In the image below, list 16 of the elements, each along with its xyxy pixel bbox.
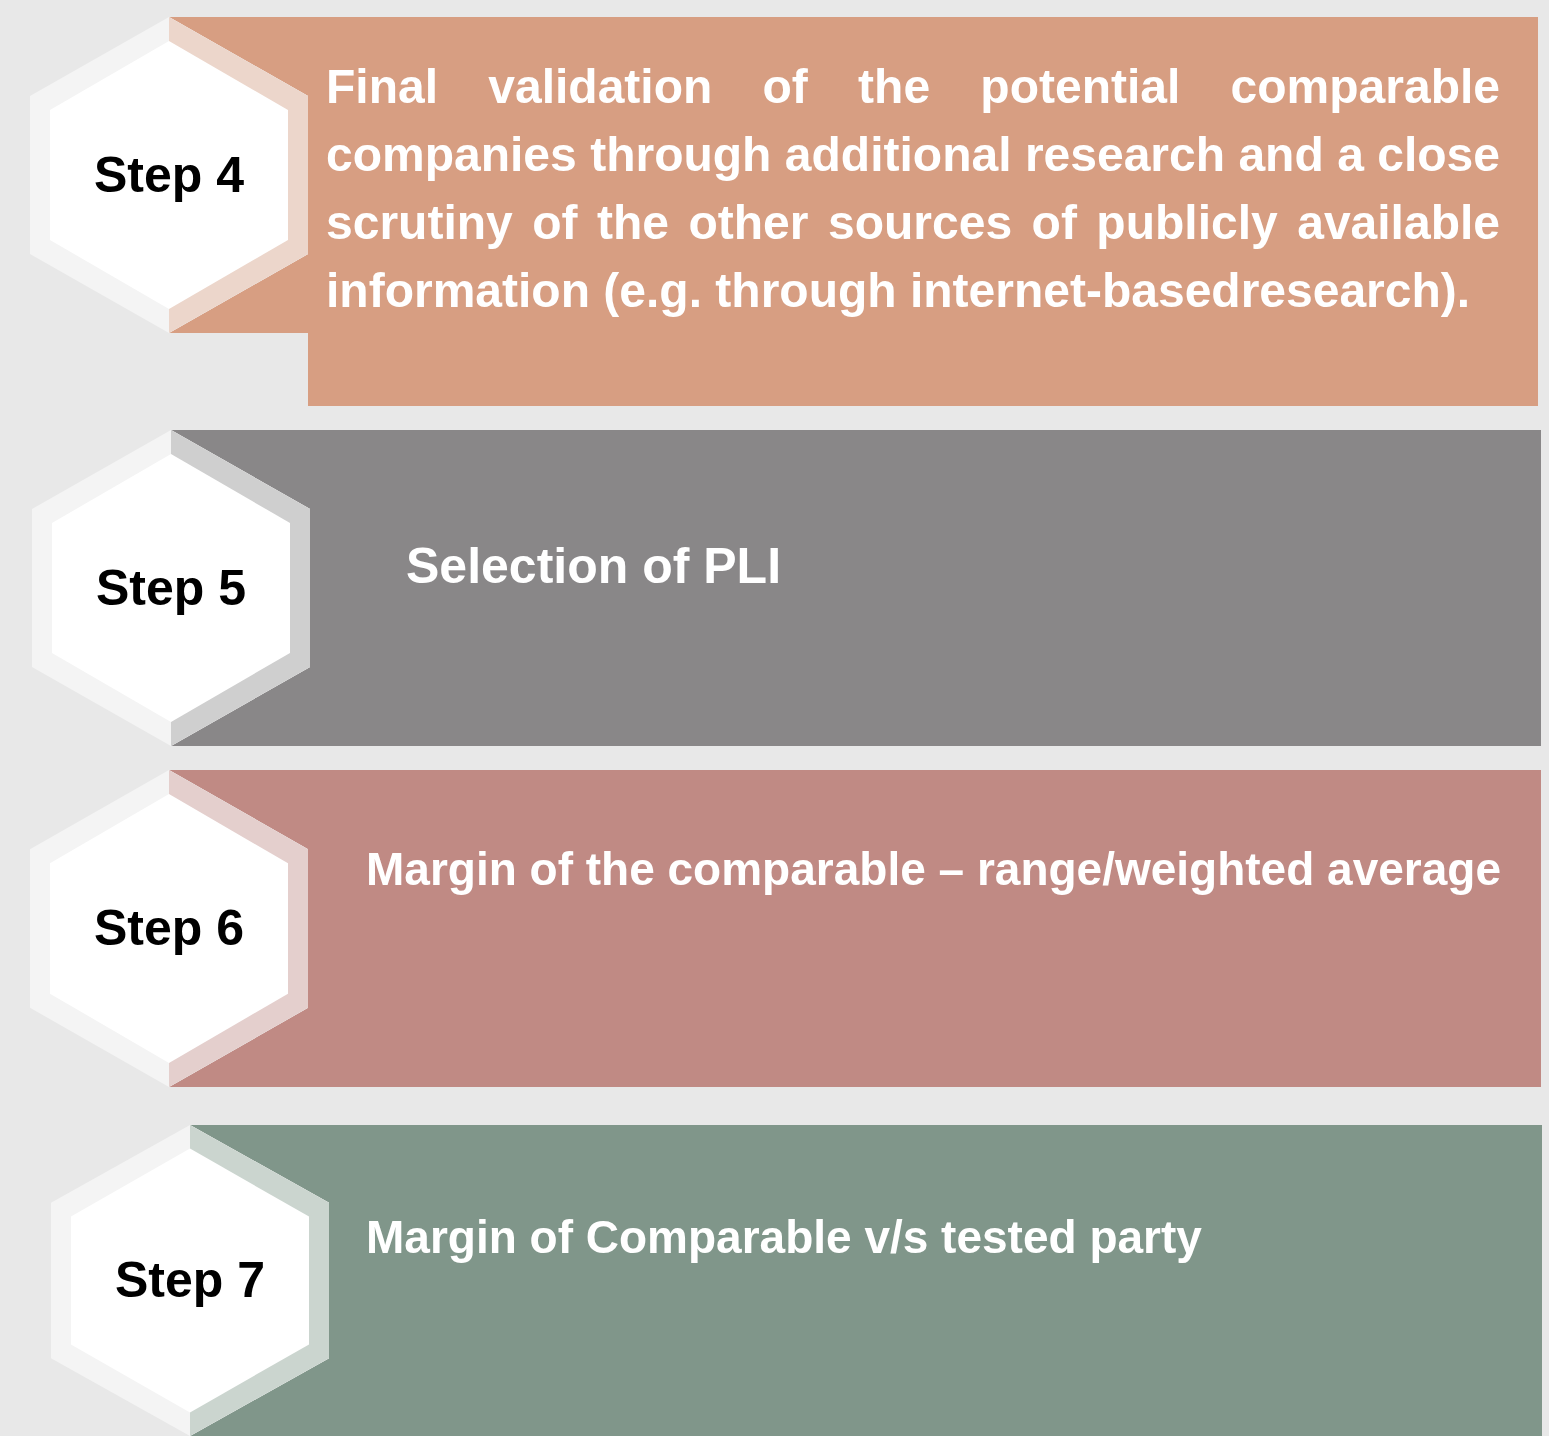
step-description: Margin of the comparable – range/weighted average xyxy=(365,842,1502,897)
step-band xyxy=(308,770,1541,1087)
step-label: Step 7 xyxy=(114,1251,266,1310)
step-band xyxy=(329,1125,1542,1436)
step-label: Step 4 xyxy=(93,145,245,205)
hexagon-badge xyxy=(51,1125,329,1436)
step-band xyxy=(310,430,1541,746)
hexagon-badge xyxy=(30,770,308,1087)
hexagon-badge xyxy=(30,17,308,333)
hexagon-badge xyxy=(32,430,310,746)
step-label: Step 5 xyxy=(95,558,247,618)
step-description: Selection of PLI xyxy=(405,537,783,596)
step-band xyxy=(308,17,1538,406)
step-description: Final validation of the potential comparable companies through additional research and a close scrutiny of the other sources of publicly available information (e.g. through internet-basedresearch). xyxy=(325,59,1501,319)
step-description: Margin of Comparable v/s tested party xyxy=(365,1210,1203,1265)
step-label: Step 6 xyxy=(93,899,245,958)
